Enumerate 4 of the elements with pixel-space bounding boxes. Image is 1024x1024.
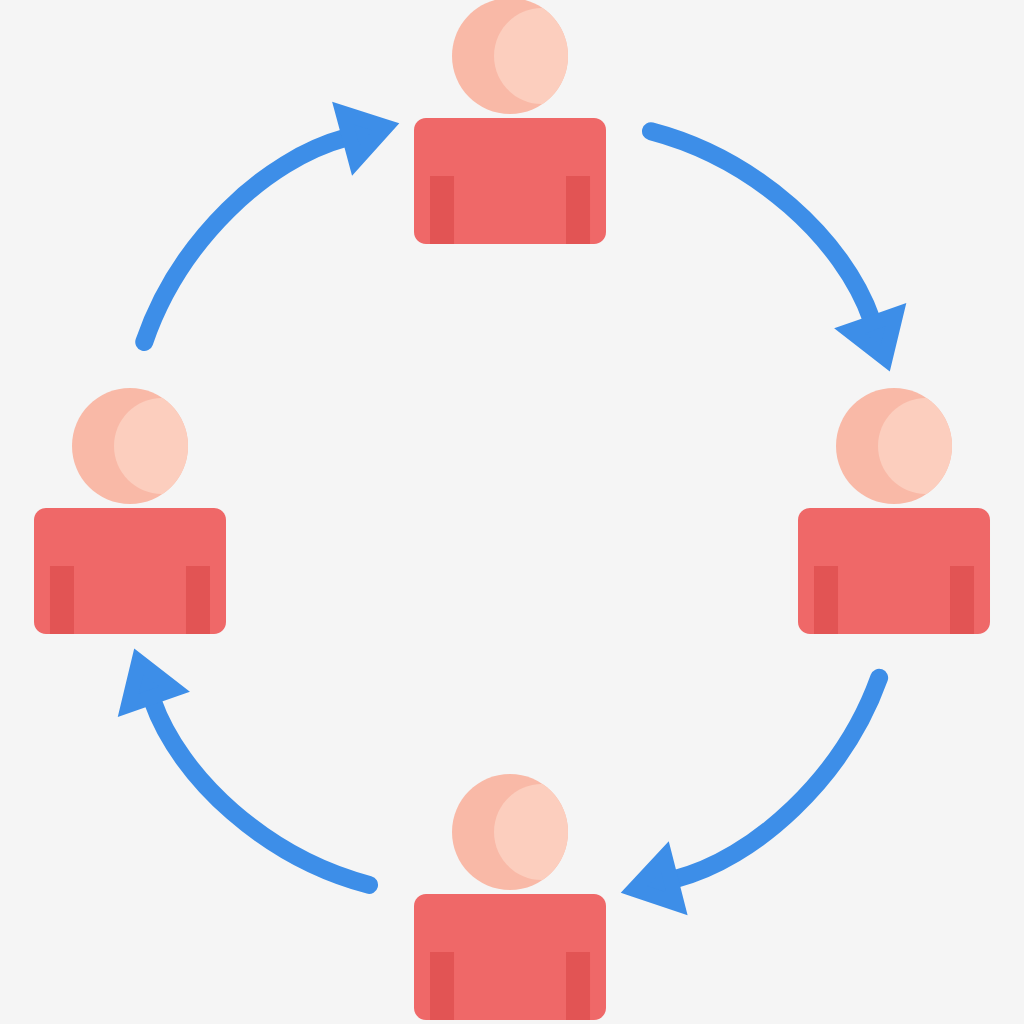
person-figure <box>798 388 990 634</box>
person-figure <box>414 774 606 1020</box>
person-figure <box>414 0 606 244</box>
person-figure <box>34 388 226 634</box>
